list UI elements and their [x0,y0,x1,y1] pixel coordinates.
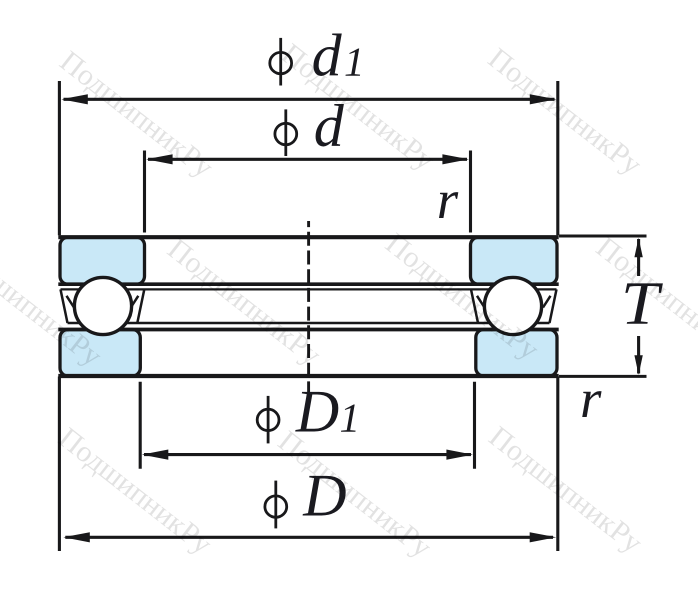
svg-text:T: T [621,271,664,338]
svg-text:r: r [580,368,602,429]
svg-text:1: 1 [344,39,365,85]
svg-text:d: d [314,93,345,159]
svg-text:ПодшипникРу: ПодшипникРу [54,45,220,185]
svg-text:D: D [295,379,339,445]
svg-text:ПодшипникРу: ПодшипникРу [482,42,648,182]
svg-text:r: r [437,169,459,230]
svg-text:d: d [312,23,343,89]
svg-text:ПодшипникРу: ПодшипникРу [272,425,438,565]
svg-text:ПодшипникРу: ПодшипникРу [161,232,327,372]
svg-text:D: D [302,462,346,528]
svg-text:1: 1 [340,395,361,441]
svg-text:ПодшипникРу: ПодшипникРу [52,421,218,561]
